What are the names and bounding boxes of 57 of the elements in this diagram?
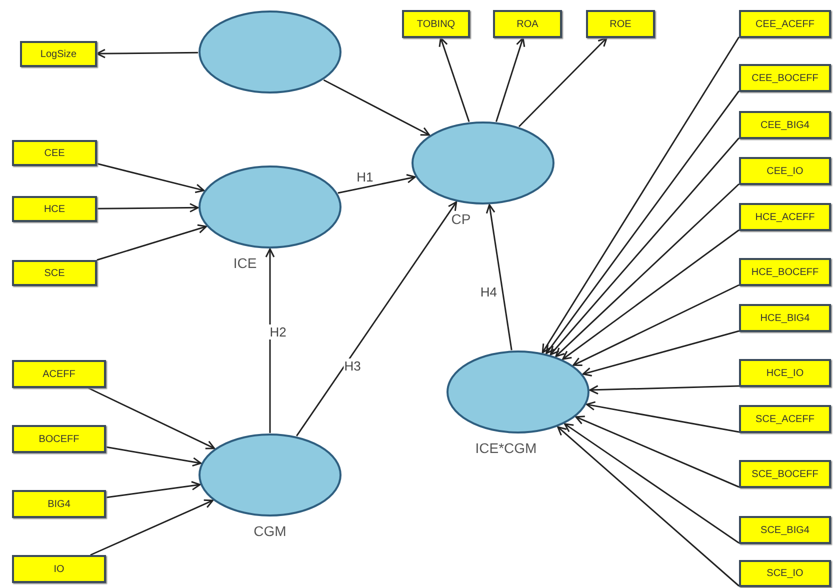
construct-label: CGM	[254, 523, 286, 539]
arrow	[323, 79, 430, 136]
construct-label: ICE*CGM	[475, 440, 537, 456]
arrow	[338, 174, 416, 194]
arrow	[562, 229, 740, 360]
indicator-box: SCE_ACEFF	[739, 405, 831, 433]
indicator-box: CEE_BIG4	[739, 111, 831, 139]
arrow	[550, 138, 740, 356]
arrow	[546, 90, 740, 354]
arrow	[438, 37, 470, 122]
arrow	[90, 499, 214, 556]
indicator-box: CEE_BOCEFF	[739, 64, 831, 92]
indicator-box: SCE_BIG4	[739, 516, 831, 544]
construct-label: CP	[451, 211, 471, 227]
indicator-box: SCE_BOCEFF	[739, 460, 831, 488]
indicator-box: CEE	[12, 140, 97, 166]
indicator-box: LogSize	[20, 41, 97, 67]
indicator-box: HCE	[12, 196, 97, 222]
arrow	[518, 37, 608, 128]
arrow	[106, 446, 202, 467]
arrow	[496, 37, 526, 122]
construct-label: ICE	[233, 255, 257, 271]
indicator-box: IO	[12, 555, 106, 583]
indicator-box: ACEFF	[12, 360, 106, 388]
arrow	[96, 48, 198, 58]
arrow	[96, 162, 205, 194]
arrow	[589, 385, 740, 395]
indicator-box: HCE_BOCEFF	[739, 258, 831, 286]
arrow	[572, 284, 740, 366]
arrow	[296, 201, 458, 436]
indicator-box: BOCEFF	[12, 425, 106, 453]
arrow	[542, 36, 740, 354]
indicator-box: SCE	[12, 260, 97, 286]
arrow	[557, 426, 740, 587]
indicator-box: ROA	[493, 10, 562, 38]
indicator-box: HCE_IO	[739, 359, 831, 387]
indicator-box: CEE_ACEFF	[739, 10, 831, 38]
indicator-box: BIG4	[12, 490, 106, 518]
indicator-box: SCE_IO	[739, 560, 831, 587]
arrow	[486, 204, 512, 350]
indicator-box: HCE_BIG4	[739, 304, 831, 332]
arrow	[564, 423, 740, 544]
arrow	[575, 416, 740, 488]
arrow	[88, 387, 216, 450]
indicator-box: ROE	[586, 10, 655, 38]
arrow	[97, 203, 199, 212]
arrow	[106, 481, 201, 498]
edge-label: H2	[268, 324, 288, 340]
indicator-box: TOBINQ	[402, 10, 470, 38]
arrow	[586, 401, 740, 433]
arrow	[265, 248, 275, 433]
edge-label: H3	[343, 358, 362, 374]
indicator-box: CEE_IO	[739, 157, 831, 185]
arrow	[582, 330, 740, 377]
indicator-box: HCE_ACEFF	[739, 203, 831, 231]
arrow	[555, 183, 740, 358]
arrow	[96, 224, 207, 261]
